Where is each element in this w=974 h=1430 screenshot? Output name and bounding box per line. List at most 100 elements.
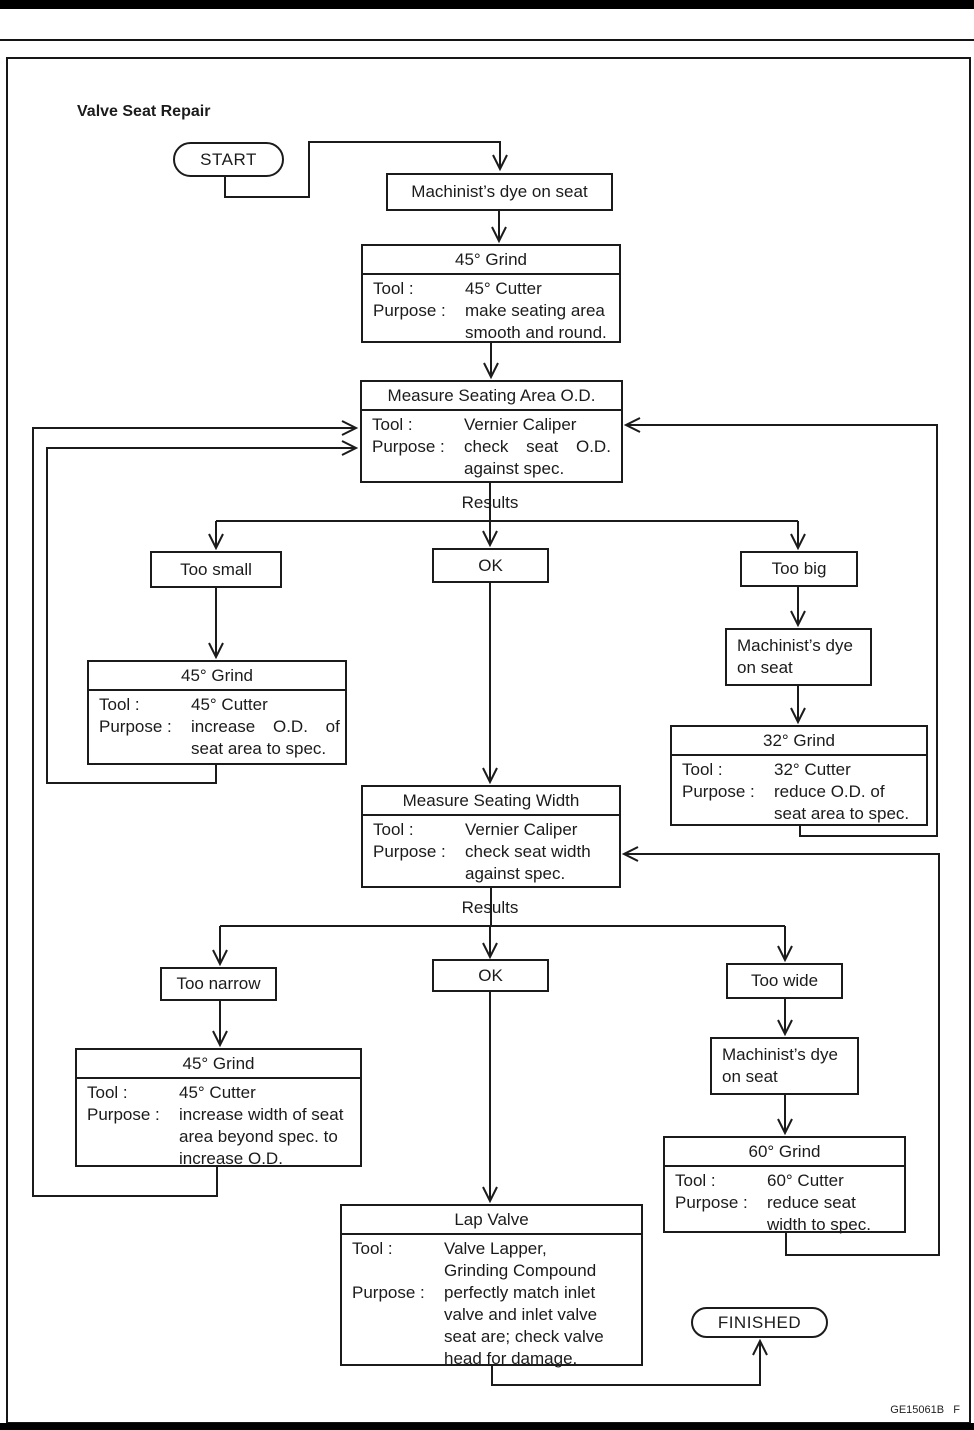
connector-too-narrow-to-grind45 xyxy=(212,1001,228,1048)
purpose-line: perfectly match inlet xyxy=(444,1283,596,1302)
connector-grind45-narrow-loop xyxy=(32,420,359,1197)
connector-too-small-to-grind45 xyxy=(208,588,224,660)
node-measure-seating-area-od: Measure Seating Area O.D. Tool : Vernier… xyxy=(360,380,623,483)
node-machinists-dye-wide: Machinist’s dye on seat xyxy=(710,1037,859,1095)
bottom-bar xyxy=(0,1423,974,1430)
node-text: Too big xyxy=(771,559,827,578)
connector-grind60-loop xyxy=(621,846,940,1256)
tool-label: Tool : xyxy=(372,415,413,434)
connector-measure-width-results-branch xyxy=(212,888,793,967)
node-title: 45° Grind xyxy=(363,246,619,275)
node-measure-seating-width: Measure Seating Width Tool : Vernier Cal… xyxy=(361,785,621,888)
purpose-line: area beyond spec. to xyxy=(179,1127,338,1146)
tool-value: Vernier Caliper xyxy=(464,415,577,434)
connector-too-big-to-dye xyxy=(790,587,806,628)
tool-label: Tool : xyxy=(87,1083,128,1102)
purpose-line: head for damage. xyxy=(444,1349,578,1368)
tool-value: 45° Cutter xyxy=(179,1083,256,1102)
node-lap-valve: Lap Valve Tool : Valve Lapper, Grinding … xyxy=(340,1204,643,1368)
start-terminal: START xyxy=(173,142,284,177)
purpose-line: increase O.D. xyxy=(179,1149,283,1168)
node-ok-od: OK xyxy=(432,548,549,583)
purpose-label: Purpose : xyxy=(87,1105,160,1124)
tool-label: Tool : xyxy=(682,760,723,779)
node-title: 32° Grind xyxy=(672,727,926,756)
purpose-line: smooth and round. xyxy=(465,323,607,342)
node-machinists-dye-big: Machinist’s dye on seat xyxy=(725,628,872,686)
node-title: Measure Seating Width xyxy=(363,787,619,816)
node-text-line: on seat xyxy=(722,1067,778,1086)
purpose-line: width to spec. xyxy=(767,1215,871,1234)
purpose-line: seat area to spec. xyxy=(774,804,910,823)
node-too-wide: Too wide xyxy=(726,963,843,999)
connector-too-wide-to-dye xyxy=(777,999,793,1037)
purpose-label: Purpose : xyxy=(372,437,445,456)
connector-dye-to-grind60 xyxy=(777,1095,793,1136)
node-text: Machinist’s dye on seat xyxy=(411,182,588,201)
purpose-line: reduce seat xyxy=(767,1193,856,1212)
purpose-line: seat are; check valve xyxy=(444,1327,604,1346)
purpose-label: Purpose : xyxy=(682,782,755,801)
purpose-label: Purpose : xyxy=(675,1193,748,1212)
connector-lap-valve-to-finished xyxy=(491,1338,768,1386)
tool-label: Tool : xyxy=(352,1239,393,1258)
tool-value: 32° Cutter xyxy=(774,760,851,779)
node-ok-width: OK xyxy=(432,959,549,992)
node-text-line: Machinist’s dye xyxy=(737,636,853,655)
connector-grind32-loop xyxy=(623,417,938,837)
node-machinists-dye-initial: Machinist’s dye on seat xyxy=(386,173,613,211)
connector-start-to-dye xyxy=(224,141,508,198)
purpose-label: Purpose : xyxy=(99,717,172,736)
node-title: 60° Grind xyxy=(665,1138,904,1167)
connector-dye-to-grind32 xyxy=(790,686,806,725)
purpose-line: against spec. xyxy=(465,864,566,883)
purpose-label: Purpose : xyxy=(373,842,446,861)
tool-label: Tool : xyxy=(675,1171,716,1190)
connector-ok2-to-lap-valve xyxy=(482,992,498,1204)
node-text: Too wide xyxy=(750,971,819,990)
purpose-label: Purpose : xyxy=(373,301,446,320)
node-grind-45-initial: 45° Grind Tool : 45° Cutter Purpose : ma… xyxy=(361,244,621,343)
tool-label: Tool : xyxy=(99,695,140,714)
results-label-1: Results xyxy=(461,493,519,512)
purpose-line: check seat O.D. xyxy=(464,437,611,456)
node-text-line: on seat xyxy=(737,658,793,677)
node-too-small: Too small xyxy=(150,551,282,588)
node-title: 45° Grind xyxy=(77,1050,360,1079)
node-title: Lap Valve xyxy=(342,1206,641,1235)
tool-label: Tool : xyxy=(373,279,414,298)
results-label-2: Results xyxy=(461,898,519,917)
purpose-line: reduce O.D. of xyxy=(774,782,885,801)
footer-code: GE15061B F xyxy=(890,1404,960,1416)
connector-dye-to-grind45 xyxy=(491,211,507,244)
diagram-title: Valve Seat Repair xyxy=(77,103,211,120)
tool-value: 45° Cutter xyxy=(465,279,542,298)
purpose-line: increase width of seat xyxy=(179,1105,344,1124)
purpose-line: seat area to spec. xyxy=(191,739,327,758)
node-too-big: Too big xyxy=(740,551,858,587)
tool-label: Tool : xyxy=(373,820,414,839)
purpose-line: valve and inlet valve xyxy=(444,1305,598,1324)
tool-line: Valve Lapper, xyxy=(444,1239,547,1258)
tool-line: Grinding Compound xyxy=(444,1261,597,1280)
connector-measure-od-results-branch xyxy=(208,483,806,551)
node-text-line: Machinist’s dye xyxy=(722,1045,838,1064)
start-label: START xyxy=(200,149,257,169)
node-grind-45-increase-width: 45° Grind Tool : 45° Cutter Purpose : in… xyxy=(75,1048,362,1168)
node-text: Too small xyxy=(180,559,252,579)
tool-value: Vernier Caliper xyxy=(465,820,578,839)
header-rule xyxy=(0,39,974,41)
tool-value: 45° Cutter xyxy=(191,695,268,714)
node-too-narrow: Too narrow xyxy=(160,967,277,1001)
purpose-line: increase O.D. of xyxy=(191,717,340,736)
connector-grind45-small-loop xyxy=(46,440,359,784)
finished-terminal: FINISHED xyxy=(691,1307,828,1338)
purpose-line: against spec. xyxy=(464,459,565,478)
purpose-label: Purpose : xyxy=(352,1283,425,1302)
connector-grind45-to-measure-od xyxy=(483,343,499,380)
node-title: Measure Seating Area O.D. xyxy=(362,382,621,411)
top-bar xyxy=(0,0,974,9)
node-text: OK xyxy=(478,555,503,575)
node-text: Too narrow xyxy=(176,974,261,993)
